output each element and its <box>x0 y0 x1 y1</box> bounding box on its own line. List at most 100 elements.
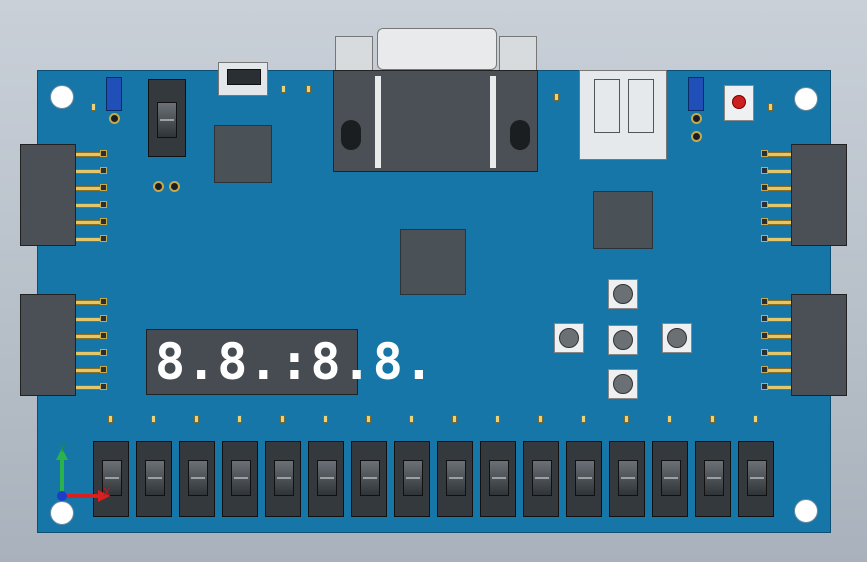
jumper-left[interactable] <box>106 77 122 111</box>
slide-switch-5[interactable] <box>265 441 301 517</box>
pin-header-left-bottom <box>20 294 76 396</box>
slide-switch-11[interactable] <box>523 441 559 517</box>
led-8 <box>409 415 414 423</box>
slide-switch-1[interactable] <box>93 441 129 517</box>
header-pin-head <box>100 349 107 356</box>
header-pin-head <box>100 218 107 225</box>
header-pin-head <box>100 167 107 174</box>
seven-segment-display: 8.8.:8.8. <box>146 329 434 395</box>
header-pin <box>76 169 106 174</box>
header-pin-head <box>100 332 107 339</box>
slide-switch-6[interactable] <box>308 441 344 517</box>
vga-shell <box>377 28 497 70</box>
push-button-up[interactable] <box>608 279 638 309</box>
header-pin-head <box>761 349 768 356</box>
led-16 <box>753 415 758 423</box>
slide-switch-14[interactable] <box>652 441 688 517</box>
usb-controller-chip <box>593 191 653 249</box>
jumper-pin <box>691 113 702 124</box>
pin-header-right-top <box>791 144 847 246</box>
z-axis-dot <box>57 491 67 501</box>
push-button-center[interactable] <box>608 325 638 355</box>
header-pin-head <box>761 150 768 157</box>
header-pin-head <box>100 201 107 208</box>
vga-post <box>341 120 361 150</box>
header-pin <box>76 300 106 305</box>
led-3 <box>194 415 199 423</box>
led-5 <box>280 415 285 423</box>
header-pin-head <box>100 150 107 157</box>
header-pin <box>761 203 791 208</box>
led-4 <box>237 415 242 423</box>
slide-switch-4[interactable] <box>222 441 258 517</box>
header-pin-head <box>100 315 107 322</box>
vga-rail <box>375 76 381 168</box>
led <box>281 85 286 93</box>
header-pin <box>76 220 106 225</box>
led-2 <box>151 415 156 423</box>
led <box>91 103 96 111</box>
slide-switch-12[interactable] <box>566 441 602 517</box>
led-9 <box>452 415 457 423</box>
y-axis-arrow <box>56 448 68 460</box>
header-pin-head <box>761 218 768 225</box>
slide-switch-2[interactable] <box>136 441 172 517</box>
header-pin <box>76 368 106 373</box>
header-pin-head <box>761 201 768 208</box>
header-pin-head <box>761 184 768 191</box>
slide-switch-3[interactable] <box>179 441 215 517</box>
jumper-right[interactable] <box>688 77 704 111</box>
push-button-right[interactable] <box>662 323 692 353</box>
push-button-left[interactable] <box>554 323 584 353</box>
led-13 <box>624 415 629 423</box>
jumper-pin <box>109 113 120 124</box>
slide-switch-9[interactable] <box>437 441 473 517</box>
slide-switch-16[interactable] <box>738 441 774 517</box>
header-pin <box>761 220 791 225</box>
micro-usb-port[interactable] <box>218 62 268 96</box>
header-pin <box>76 237 106 242</box>
header-pin <box>761 385 791 390</box>
jumper-pin <box>691 131 702 142</box>
reset-button[interactable] <box>724 85 754 121</box>
vga-body <box>333 70 538 172</box>
header-pin-head <box>100 366 107 373</box>
header-pin-head <box>100 383 107 390</box>
reset-button-cap <box>732 95 746 109</box>
header-pin <box>761 351 791 356</box>
header-pin <box>761 169 791 174</box>
usb-a-slot <box>594 79 620 133</box>
axis-triad <box>56 448 110 502</box>
header-pin <box>76 317 106 322</box>
header-pin <box>76 152 106 157</box>
led <box>768 103 773 111</box>
header-pin <box>76 186 106 191</box>
slide-switch-15[interactable] <box>695 441 731 517</box>
led-14 <box>667 415 672 423</box>
vga-post <box>510 120 530 150</box>
led-15 <box>710 415 715 423</box>
vga-connector[interactable] <box>333 28 538 172</box>
led-10 <box>495 415 500 423</box>
header-pin <box>76 203 106 208</box>
mounting-hole <box>794 87 818 111</box>
oscillator-chip <box>214 125 272 183</box>
slide-switch-8[interactable] <box>394 441 430 517</box>
slide-switch-10[interactable] <box>480 441 516 517</box>
led-6 <box>323 415 328 423</box>
led <box>554 93 559 101</box>
vga-screw-left <box>335 36 373 72</box>
led-11 <box>538 415 543 423</box>
header-pin-head <box>761 383 768 390</box>
header-pin-head <box>761 332 768 339</box>
slide-switch-7[interactable] <box>351 441 387 517</box>
slide-switch-13[interactable] <box>609 441 645 517</box>
x-axis-label: X <box>103 486 111 499</box>
usb-a-port[interactable] <box>579 70 667 160</box>
fpga-chip <box>400 229 466 295</box>
header-pin <box>761 317 791 322</box>
push-button-down[interactable] <box>608 369 638 399</box>
power-switch[interactable] <box>148 79 186 157</box>
header-pin-head <box>100 184 107 191</box>
jumper-pin <box>153 181 164 192</box>
